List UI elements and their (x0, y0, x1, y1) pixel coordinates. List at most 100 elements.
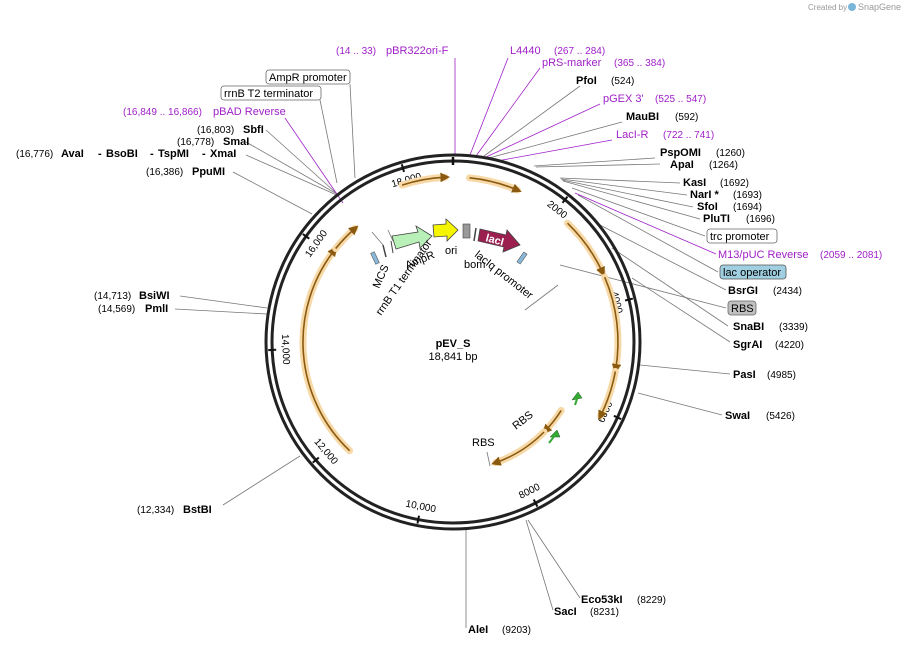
ampr-promoter-box[interactable] (265, 69, 351, 85)
mcs-mark[interactable] (370, 251, 380, 265)
orf-arrow[interactable] (491, 431, 545, 466)
tick-label: 10,000 (405, 499, 438, 516)
tick-label: 14,000 (279, 334, 291, 365)
orf-arrow[interactable] (542, 409, 562, 434)
enzyme-pos: (12,334) (137, 505, 174, 516)
enzyme-sep: - (98, 148, 102, 160)
orf-arrow[interactable] (401, 172, 450, 186)
enzyme-name[interactable]: SmaI (223, 136, 249, 148)
primer-name[interactable]: pBR322ori-F (386, 45, 449, 57)
enzyme-pos: (1264) (709, 160, 738, 171)
leader-line (527, 519, 581, 599)
leader-line (486, 451, 491, 467)
enzyme-sep: - (150, 148, 154, 160)
bom-box[interactable] (462, 223, 471, 239)
primer-name[interactable]: L4440 (510, 45, 541, 57)
tick-mark (561, 196, 569, 204)
enzyme-name[interactable]: PluTI (703, 213, 730, 225)
enzyme-name[interactable]: BsiWI (139, 290, 170, 302)
enzyme-name[interactable]: PpuMI (192, 166, 225, 178)
primer-pos: (267 .. 284) (554, 46, 605, 57)
enzyme-pos: (1692) (720, 178, 749, 189)
primer-name[interactable]: pGEX 3' (603, 93, 644, 105)
rrnb-t1-mark (382, 244, 387, 258)
primer-pos: (365 .. 384) (614, 58, 665, 69)
enzyme-name[interactable]: SgrAI (733, 339, 762, 351)
rbs-arrow-1-shaft (574, 395, 579, 406)
lac-operator-mark[interactable] (516, 251, 528, 265)
ampr-arrow[interactable] (391, 225, 433, 250)
leader-line (535, 163, 661, 168)
enzyme-name[interactable]: SbfI (243, 124, 264, 136)
primer-pos: (16,849 .. 16,866) (123, 107, 202, 118)
orf-arcs (299, 172, 622, 467)
rbs-arrow-2-shaft (548, 433, 557, 444)
leader-line (631, 277, 731, 343)
enzyme-name[interactable]: PasI (733, 369, 756, 381)
lac-operator-box[interactable] (719, 264, 787, 280)
rbs-box[interactable] (727, 300, 757, 316)
orf-band (466, 174, 521, 194)
enzyme-name[interactable]: SacI (554, 606, 577, 618)
primer-leader-line (483, 103, 601, 159)
orf-arrow[interactable] (469, 177, 522, 193)
enzyme-pos: (14,713) (94, 291, 131, 302)
enzyme-name[interactable]: KasI (683, 177, 706, 189)
primer-pos: (722 .. 741) (663, 130, 714, 141)
leader-line (488, 121, 623, 159)
enzyme-name[interactable]: PfoI (576, 75, 597, 87)
enzyme-name[interactable]: PspOMI (660, 147, 701, 159)
leader-line (559, 177, 681, 184)
enzyme-pos: (3339) (779, 322, 808, 333)
primer-name[interactable]: pBAD Reverse (213, 106, 286, 118)
leader-line (559, 264, 727, 309)
enzyme-name[interactable]: Eco53kI (581, 594, 623, 606)
enzyme-name[interactable]: MauBI (626, 111, 659, 123)
enzyme-name[interactable]: SfoI (697, 201, 718, 213)
enzyme-name[interactable]: AleI (468, 624, 488, 636)
leader-line (577, 194, 719, 273)
lac-operator-label: lac operator (723, 267, 781, 279)
enzyme-name[interactable]: XmaI (210, 148, 236, 160)
enzyme-pos: (16,386) (146, 167, 183, 178)
tick-mark (416, 515, 420, 524)
orf-arrow[interactable] (302, 246, 351, 452)
leader-line (637, 392, 723, 416)
enzyme-pos: (4220) (775, 340, 804, 351)
orf-arrow[interactable] (598, 371, 617, 421)
primer-name[interactable]: pRS-marker (542, 57, 602, 69)
enzyme-name[interactable]: BsoBI (106, 148, 138, 160)
enzyme-name[interactable]: TspMI (158, 148, 189, 160)
trc-promoter-box[interactable] (706, 228, 778, 244)
tick-mark (302, 233, 310, 240)
rrnb-t2-box[interactable] (220, 85, 322, 101)
enzyme-name[interactable]: NarI * (690, 189, 719, 201)
enzyme-name[interactable]: SwaI (725, 410, 750, 422)
leader-line (387, 229, 394, 242)
enzyme-name[interactable]: BstBI (183, 504, 212, 516)
leader-line (179, 295, 268, 309)
enzyme-name[interactable]: BsrGI (728, 285, 758, 297)
created-by-label: Created by (808, 3, 847, 12)
enzyme-sep: - (202, 148, 206, 160)
enzyme-name[interactable]: PmlI (145, 303, 168, 315)
primer-leader-line (469, 57, 509, 156)
primer-name[interactable]: LacI-R (616, 129, 648, 141)
orf-arrow[interactable] (566, 222, 605, 277)
enzyme-pos: (9203) (502, 625, 531, 636)
laci-arrow[interactable] (477, 228, 521, 253)
enzyme-name[interactable]: AvaI (61, 148, 84, 160)
primer-name[interactable]: M13/pUC Reverse (718, 249, 808, 261)
ori-arrow[interactable] (432, 218, 459, 242)
boxed-labels: AmpR promoter rrnB T2 terminator trc pro… (220, 69, 787, 316)
leader-line (245, 141, 338, 195)
tick-mark (400, 163, 405, 173)
orf-arrow[interactable] (603, 276, 622, 374)
tick-mark (312, 456, 320, 464)
enzyme-name[interactable]: SnaBI (733, 321, 764, 333)
orf-arrow[interactable] (335, 225, 359, 249)
leader-line (232, 171, 313, 215)
enzyme-name[interactable]: ApaI (670, 159, 694, 171)
tick-label: 8000 (517, 481, 542, 501)
